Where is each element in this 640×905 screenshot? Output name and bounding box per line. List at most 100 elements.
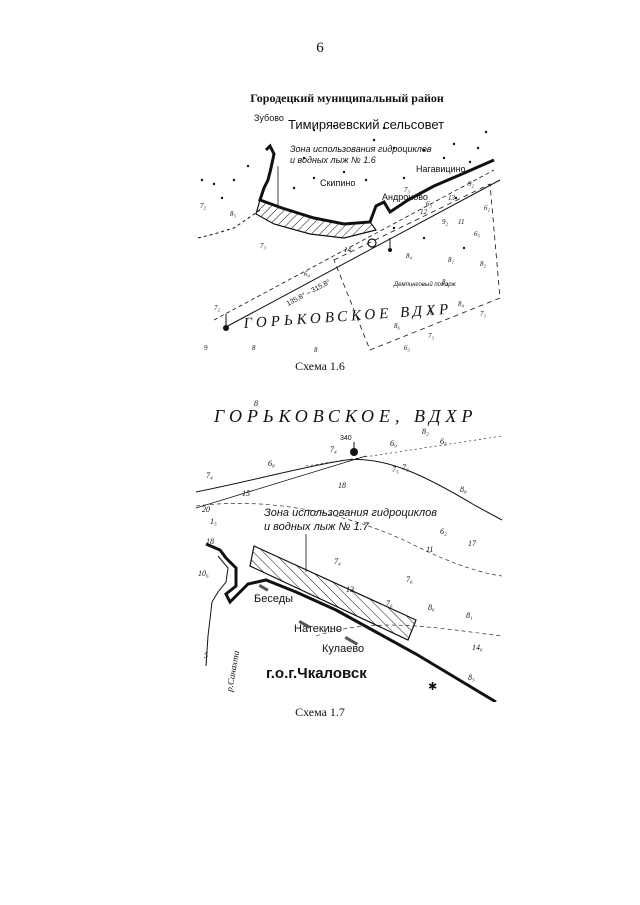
dashed-contour (196, 503, 502, 577)
depth-sounding: 8 (254, 399, 258, 408)
land-dot (302, 156, 306, 160)
depth-sounding: 8₉ (428, 308, 435, 316)
land-dot (402, 176, 406, 180)
river-sanakhta: р.Санахта (224, 649, 241, 693)
depth-sounding: 6₄ (304, 270, 311, 278)
village-nagavitsyno: Нагавицино (416, 164, 466, 174)
village-skipino: Скипино (320, 178, 355, 188)
depth-sounding: 1₅ (210, 517, 217, 526)
depth-sounding: 6₈ (268, 459, 275, 468)
depth-sounding: 7₆ (406, 575, 413, 584)
land-dot (392, 226, 396, 230)
village-zubovo: Зубово (254, 113, 284, 123)
depth-sounding: 7₂ (214, 304, 221, 312)
shore-edge (197, 209, 261, 239)
zone-1-7-label-line1: Зона использования гидроциклов (264, 507, 437, 519)
depth-sounding: 7₅ (392, 465, 399, 474)
buoy-marker (367, 238, 392, 252)
land-dot (392, 146, 396, 150)
land-dot (476, 146, 480, 150)
depth-sounding: 5 (204, 651, 208, 660)
depth-sounding: 7₃ (260, 242, 267, 250)
reservoir-name-1-7: ГОРЬКОВСКОЕ, ВДХР (213, 406, 477, 426)
land-dot (200, 178, 204, 182)
zone-1-7-area (249, 545, 417, 641)
depth-sounding: 7₄ (334, 557, 341, 566)
depth-sounding: 7₆ (386, 599, 393, 608)
town-chkalovsk: г.о.г.Чкаловск (266, 665, 367, 682)
land-dot (332, 124, 336, 128)
land-dot (312, 128, 316, 132)
depth-sounding: 8₆ (394, 322, 401, 330)
fairway-line-dashed (213, 169, 495, 321)
depth-sounding: 6₉ (390, 439, 397, 448)
depth-sounding: 10₆ (198, 569, 209, 578)
district-title: Городецкий муниципальный район (250, 91, 444, 105)
depth-sounding: 17 (468, 539, 477, 548)
land-dot (462, 246, 466, 250)
depth-sounding: 8₁ (466, 611, 473, 620)
depth-sounding: 12 (420, 208, 428, 216)
village-natekino: Натекино (294, 623, 342, 635)
zone-1-6-label-line2: и водных лыж № 1.6 (290, 155, 376, 165)
land-dot (382, 126, 386, 130)
depth-sounding: 8₅ (230, 210, 237, 218)
depth-sounding: 15 (242, 489, 250, 498)
reservoir-name-1-6: ГОРЬКОВСКОЕ ВДХР (242, 301, 453, 332)
scheme-1-7-svg: ГОРЬКОВСКОЕ, ВДХР 340 Зона использования… (196, 399, 502, 702)
depth-sounding: 9₂ (468, 180, 475, 188)
depth-sounding: 18 (206, 537, 214, 546)
land-dot (442, 156, 446, 160)
land-dot (372, 138, 376, 142)
dump-area-label: Демпинговый пожарж (393, 281, 457, 288)
depth-sounding: 8₆ (428, 603, 435, 612)
land-dot (452, 142, 456, 146)
depth-sounding: 8₄ (458, 300, 465, 308)
land-dot (232, 178, 236, 182)
land-dot (292, 186, 296, 190)
land-dot (468, 160, 472, 164)
land-dot (364, 178, 368, 182)
buildings (258, 584, 359, 646)
depth-sounding: 7₃ (428, 332, 435, 340)
caption-1-6: Схема 1.6 (295, 359, 345, 373)
depth-sounding: 8₃ (442, 278, 449, 286)
buoy-340-label: 340 (340, 435, 352, 442)
depth-sounding: 8₁ (448, 256, 454, 264)
zone-1-6-label-line1: Зона использования гидроциклов (290, 144, 432, 154)
depth-sounding: 7₄ (206, 471, 213, 480)
land-dot (212, 182, 216, 186)
scheme-1-6-map: Городецкий муниципальный район Зубово Ти… (194, 88, 500, 360)
land-dot (454, 196, 458, 200)
depth-sounding: 8₂ (422, 427, 429, 436)
depth-sounding: 8 (252, 344, 256, 352)
fairway-line-1-7 (196, 455, 367, 509)
depth-sounding: 14 (344, 246, 352, 254)
land-dots (200, 124, 488, 250)
shoreline-1-7 (205, 542, 497, 702)
depth-sounding: 11 (426, 545, 433, 554)
council-label: Тимирязевский сельсовет (288, 117, 444, 132)
scheme-1-7-map: ГОРЬКОВСКОЕ, ВДХР 340 Зона использования… (196, 396, 502, 702)
depth-sounding: 9 (204, 344, 208, 352)
depth-sounding: 8₈ (460, 485, 467, 494)
compass-star-icon: ✱ (428, 681, 437, 693)
depth-sounding: 7₂ (200, 202, 207, 210)
village-kulaevo: Кулаево (322, 643, 364, 655)
depth-sounding: 6₂ (440, 527, 447, 536)
scheme-1-6-svg: Городецкий муниципальный район Зубово Ти… (197, 91, 500, 354)
depth-sounding: 9₂ (442, 218, 449, 226)
depth-sounding: 6₂ (484, 204, 491, 212)
depth-sounding: 8₂ (480, 260, 487, 268)
depth-sounding: 8₄ (406, 252, 413, 260)
land-dot (312, 176, 316, 180)
depth-sounding: 6₅ (440, 437, 447, 446)
land-dot (484, 130, 488, 134)
depth-sounding: 6₅ (474, 230, 481, 238)
caption-1-7: Схема 1.7 (295, 705, 345, 719)
depth-sounding: 7₃ (404, 186, 411, 194)
depth-sounding: 8 (314, 346, 318, 354)
light-marker (223, 314, 229, 331)
village-besedy: Беседы (254, 593, 293, 605)
